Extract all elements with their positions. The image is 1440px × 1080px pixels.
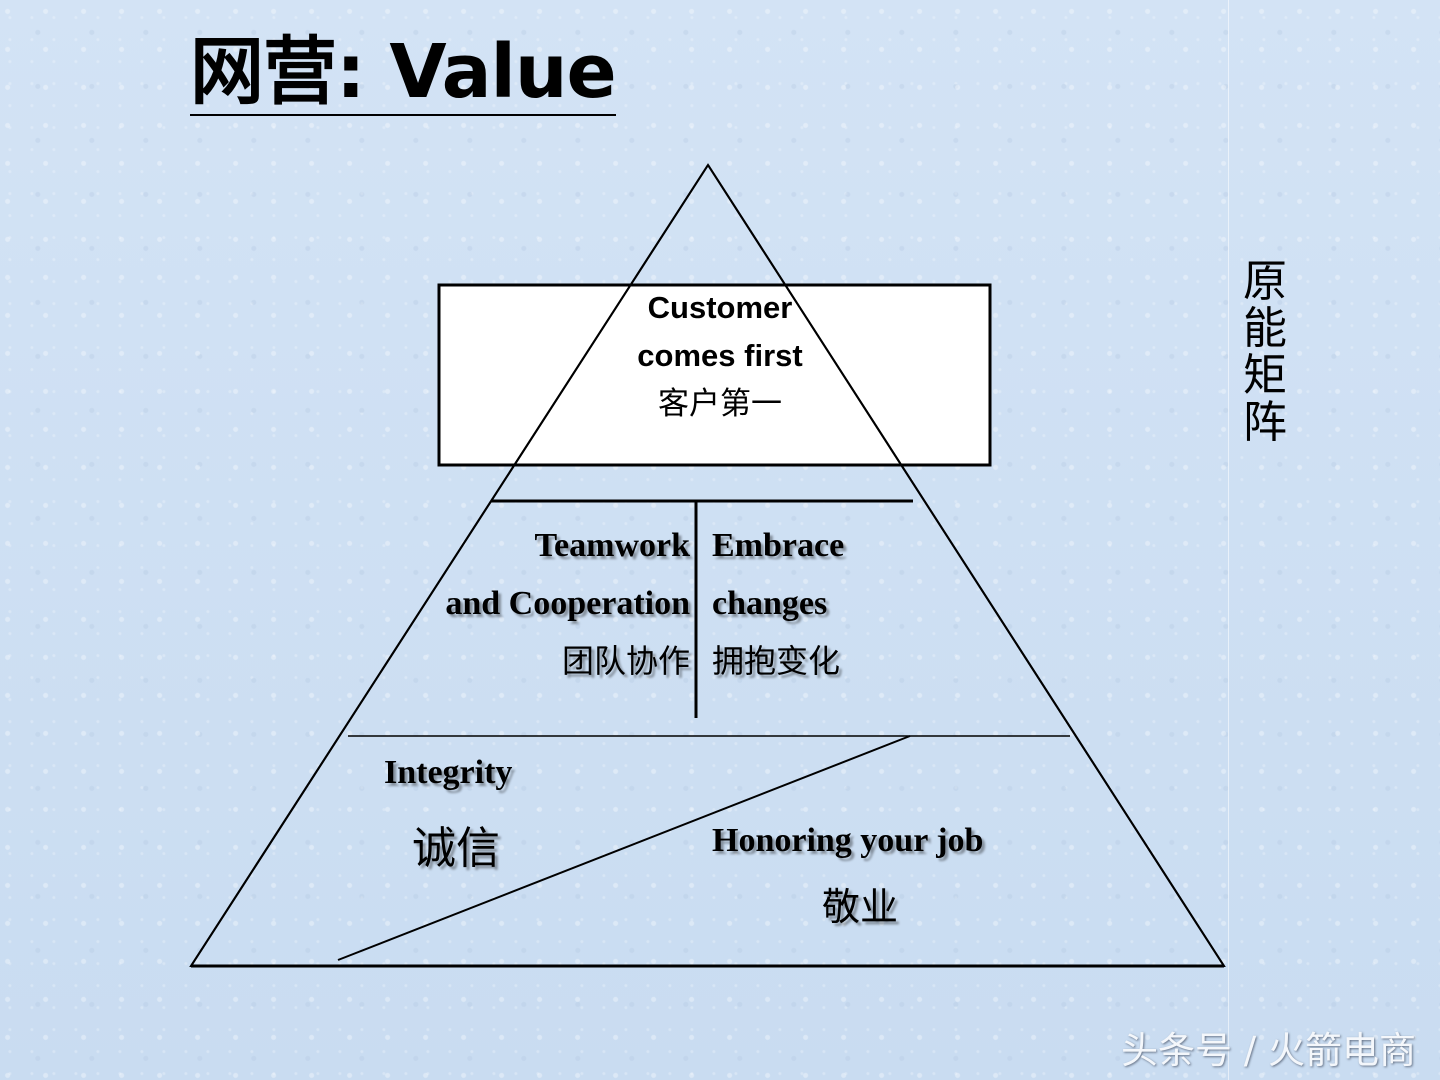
middle-left-en-line1: Teamwork [534,527,690,564]
bottom-left-cn: 诚信 [412,823,500,874]
watermark: 头条号 / 火箭电商 [1121,1029,1416,1072]
bottom-diagonal-divider [337,735,911,961]
top-tier-en-line1: Customer [647,290,793,325]
top-tier-box [437,283,992,467]
bottom-left-en: Integrity [384,754,513,791]
top-tier-en-line2: comes first [637,338,803,373]
bottom-right-en: Honoring your job [712,822,984,859]
background-divider-line [1228,0,1229,1080]
middle-right-cn: 拥抱变化 [712,642,841,680]
middle-right-en-line2: changes [712,585,828,622]
slide-title: 网营: Value [190,29,617,116]
middle-left-cn: 团队协作 [561,642,690,680]
top-tier-label: Customer comes first 客户第一 [560,284,880,428]
middle-left-en-line2: and Cooperation [445,585,690,622]
top-tier-cn: 客户第一 [658,386,782,421]
middle-right-en-line1: Embrace [712,527,845,564]
side-vertical-label: 原能矩阵 [1243,256,1287,448]
bottom-right-cn: 敬业 [822,885,899,929]
